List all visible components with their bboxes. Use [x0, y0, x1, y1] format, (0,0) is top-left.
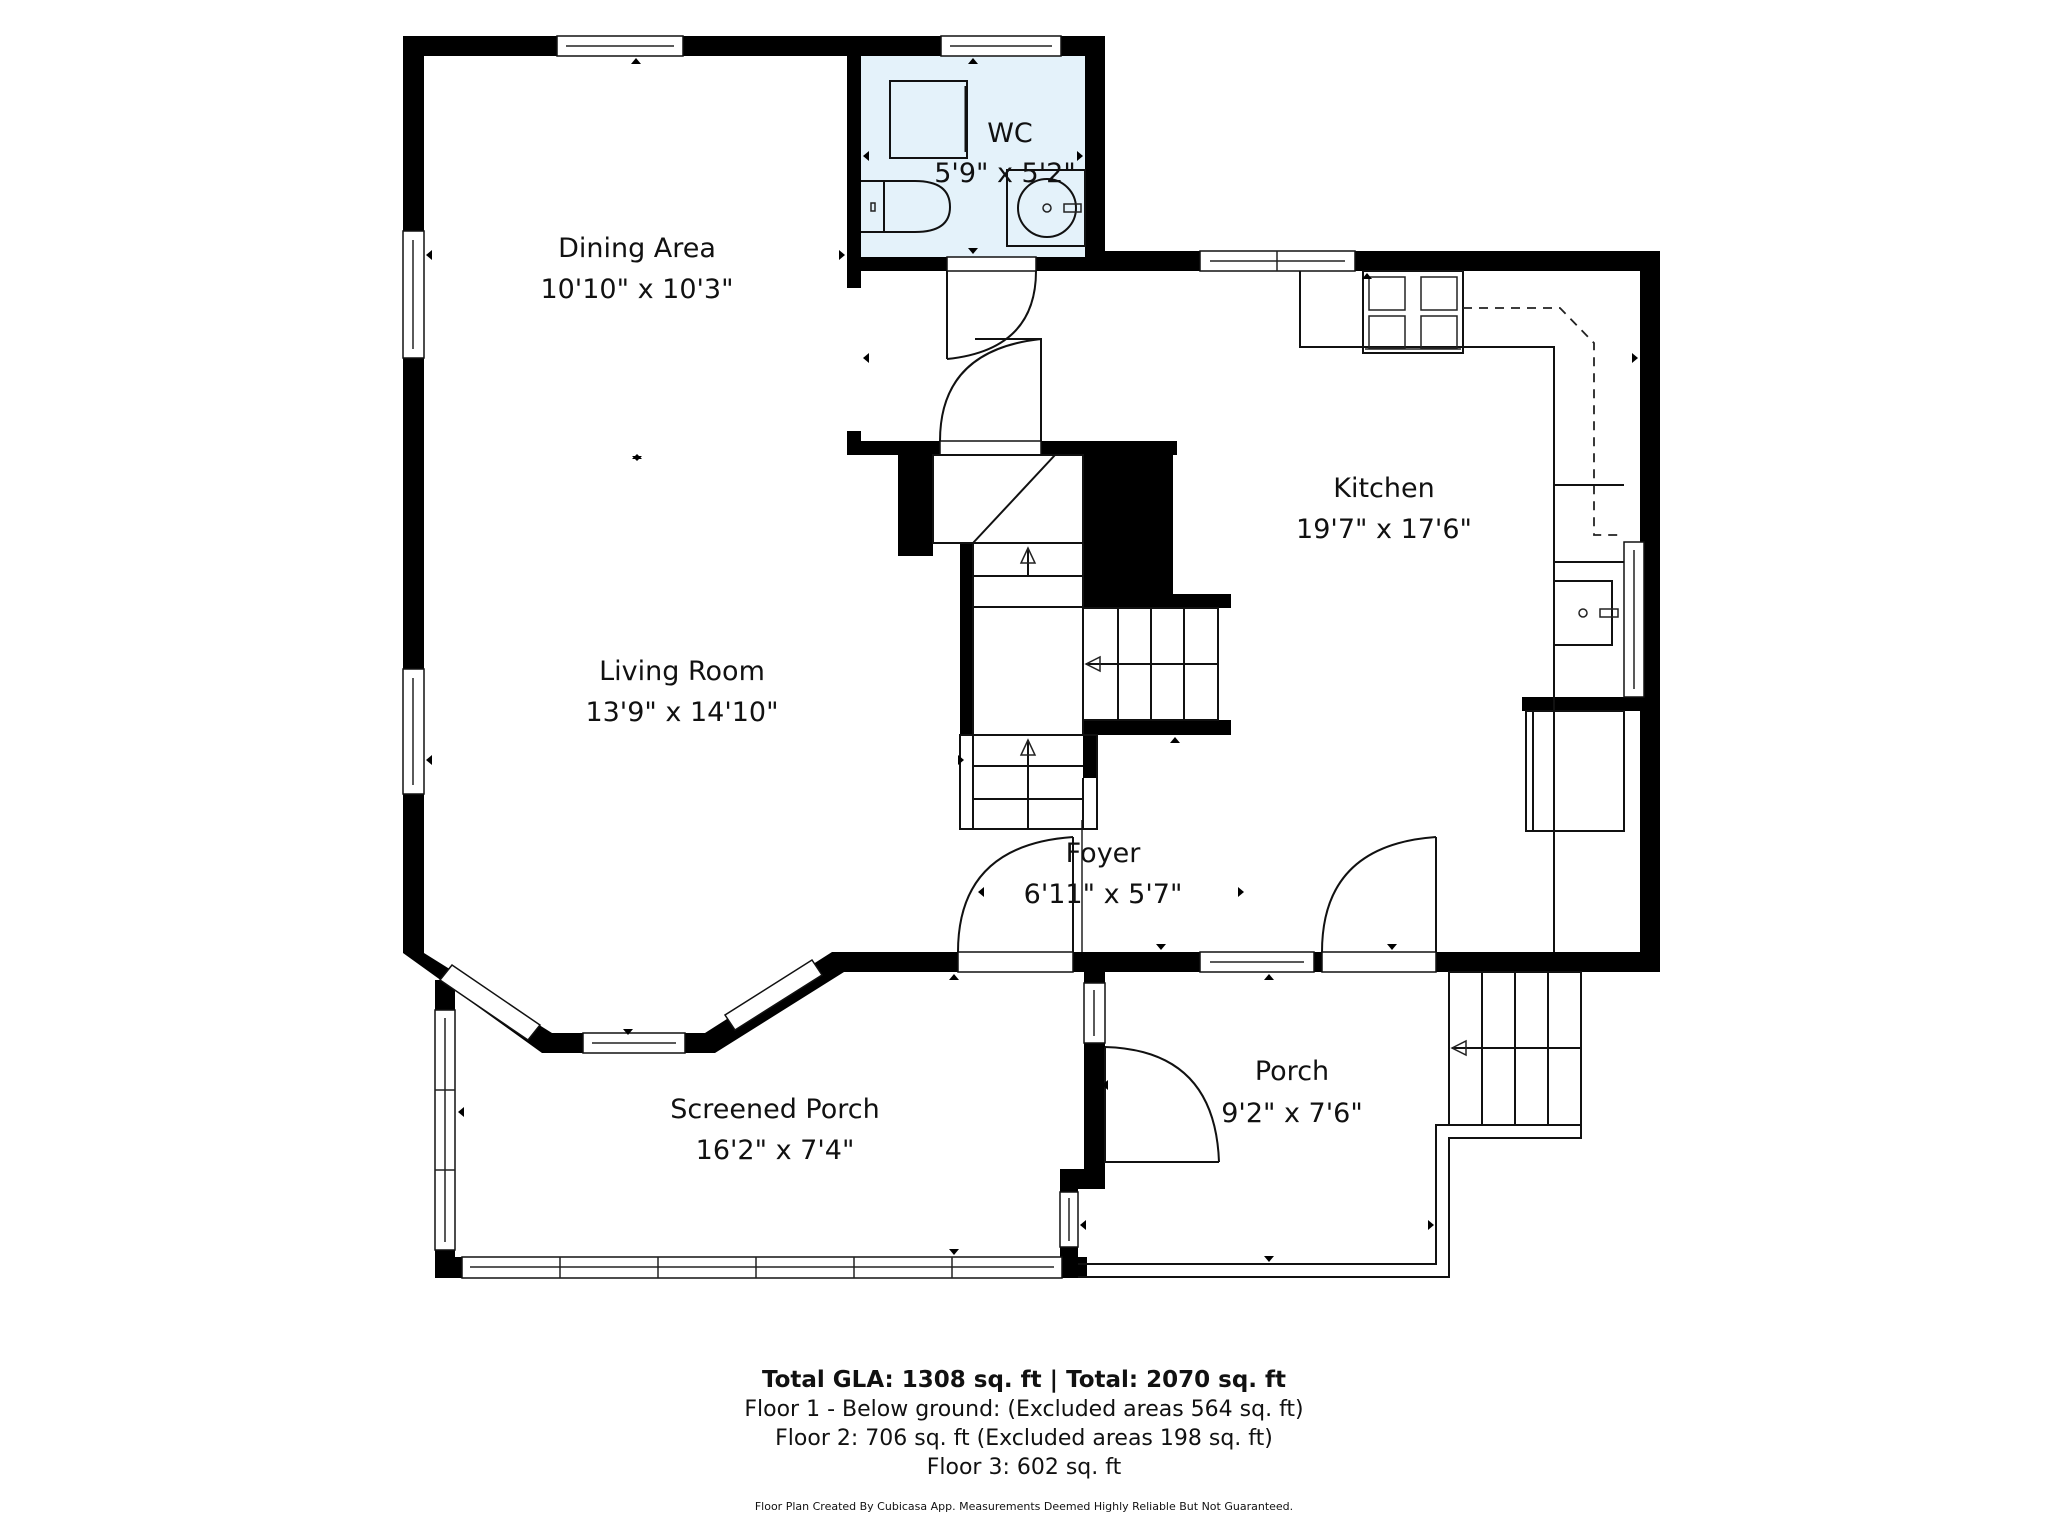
stairs [932, 454, 1582, 1126]
room-screened-porch-name: Screened Porch [670, 1094, 879, 1125]
room-labels: Dining Area 10'10" x 10'3" WC 5'9" x 5'2… [540, 118, 1471, 1166]
disclaimer: Floor Plan Created By Cubicasa App. Meas… [754, 1500, 1294, 1513]
room-foyer-dims: 6'11" x 5'7" [1024, 879, 1183, 910]
porch-outline [1078, 1124, 1582, 1278]
room-dining-dims: 10'10" x 10'3" [540, 274, 733, 305]
room-wc-dims: 5'9" x 5'2" [934, 158, 1076, 189]
summary-total: Total GLA: 1308 sq. ft | Total: 2070 sq.… [761, 1367, 1287, 1393]
room-foyer-name: Foyer [1066, 838, 1142, 869]
room-kitchen-name: Kitchen [1333, 473, 1434, 504]
summary-floor-2: Floor 2: 706 sq. ft (Excluded areas 198 … [775, 1426, 1273, 1451]
room-wc-name: WC [987, 118, 1033, 149]
room-porch-name: Porch [1255, 1056, 1329, 1087]
doors [939, 256, 1437, 1163]
area-summary: Total GLA: 1308 sq. ft | Total: 2070 sq.… [0, 1365, 2048, 1514]
windows [402, 35, 1645, 1279]
wc-floor [861, 56, 1085, 257]
summary-floor-1: Floor 1 - Below ground: (Excluded areas … [744, 1397, 1304, 1422]
room-living-name: Living Room [599, 656, 765, 687]
summary-floor-3: Floor 3: 602 sq. ft [926, 1455, 1122, 1480]
kitchen-fixtures [1299, 270, 1625, 952]
room-screened-porch-dims: 16'2" x 7'4" [696, 1135, 855, 1166]
room-porch-dims: 9'2" x 7'6" [1221, 1098, 1363, 1129]
wc-fixtures [861, 80, 1086, 247]
dimension-markers [426, 58, 1638, 1262]
room-kitchen-dims: 19'7" x 17'6" [1296, 514, 1472, 545]
room-dining-name: Dining Area [558, 233, 716, 264]
room-living-dims: 13'9" x 14'10" [585, 697, 778, 728]
